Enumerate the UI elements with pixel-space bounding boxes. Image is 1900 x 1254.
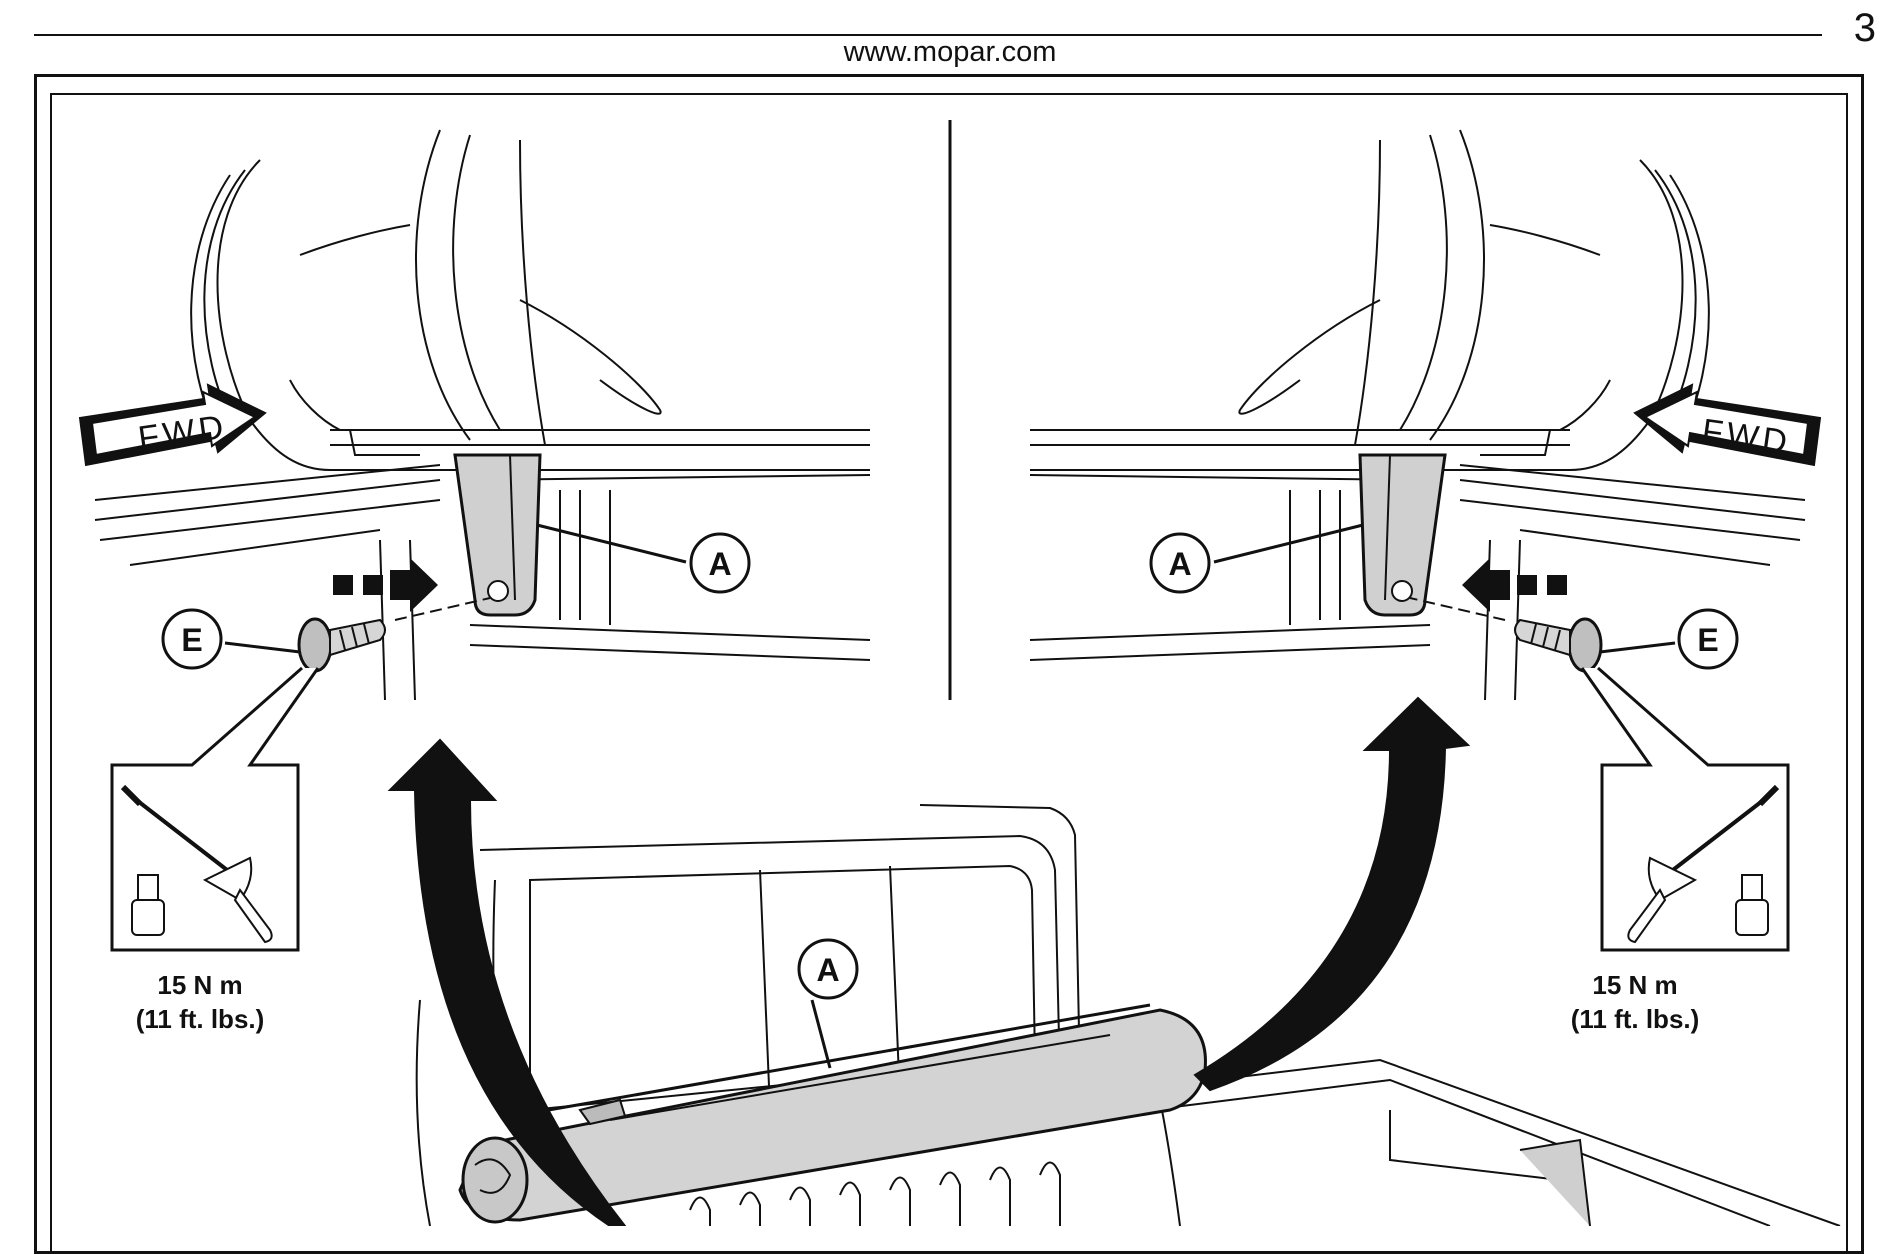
callout-e-right-text: E [1697, 622, 1718, 658]
bracket-shape [453, 453, 542, 617]
rotate-arrow-left [387, 738, 627, 1226]
callout-a-left-text: A [708, 546, 731, 582]
callout-a-bottom [797, 938, 859, 1000]
torque-value-left: 15 N m [157, 970, 243, 1000]
bolt-left [297, 617, 386, 673]
callout-e-left-text: E [181, 622, 202, 658]
torque-value-right: 15 N m [1592, 970, 1678, 1000]
left-detail-view [78, 129, 871, 952]
right-detail-view [1029, 129, 1822, 952]
torque-imperial-left: (11 ft. lbs.) [135, 1004, 265, 1034]
callout-a-bottom-text: A [816, 952, 839, 988]
installation-illustration: FWD FWD A E A E A [78, 120, 1841, 1226]
truck-bed-view [387, 696, 1841, 1226]
torque-spec-left: 15 N m (11 ft. lbs.) [90, 968, 310, 1036]
insert-arrow-left [390, 558, 438, 612]
page-number: 3 [1853, 6, 1876, 50]
header-rule [34, 34, 1822, 36]
callout-a-right-text: A [1168, 546, 1191, 582]
torque-spec-right: 15 N m (11 ft. lbs.) [1525, 968, 1745, 1036]
torque-wrench-icon [120, 784, 273, 944]
callout-e-left [161, 608, 223, 670]
torque-imperial-right: (11 ft. lbs.) [1570, 1004, 1700, 1034]
torque-callout-box-left [110, 666, 320, 952]
rotate-arrow-right [1193, 696, 1471, 1092]
site-url: www.mopar.com [843, 36, 1057, 68]
callout-a-left [689, 532, 751, 594]
